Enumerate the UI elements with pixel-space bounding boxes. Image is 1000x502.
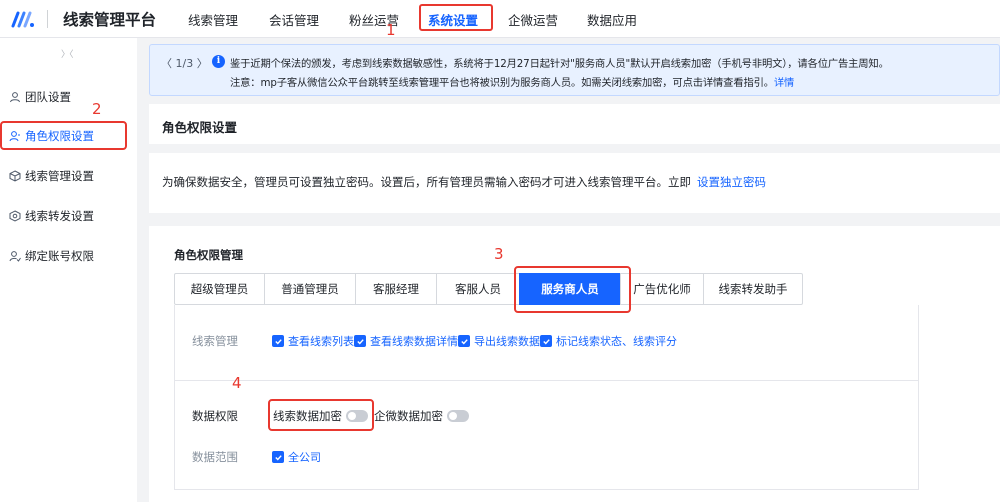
user-role-icon — [8, 130, 21, 143]
settings-cube-icon — [8, 210, 21, 223]
annotation-number-1: 1 — [386, 21, 396, 39]
checkbox-export-leads[interactable]: 导出线索数据 — [458, 333, 540, 349]
checkbox-view-lead-details[interactable]: 查看线索数据详情 — [354, 333, 458, 349]
sidebar-item-bind-account[interactable]: 绑定账号权限 — [8, 248, 94, 264]
nav-item-leads[interactable]: 线索管理 — [188, 13, 239, 28]
top-navbar: 线索管理平台 线索管理 会话管理 粉丝运营 系统设置 企微运营 数据应用 — [0, 0, 1000, 38]
bind-user-icon — [8, 250, 21, 263]
data-scope-options: 全公司 — [272, 449, 321, 465]
sidebar-item-lead-mgmt[interactable]: 线索管理设置 — [8, 168, 94, 184]
sidebar-item-team[interactable]: 团队设置 — [8, 89, 71, 105]
checkbox-checked-icon — [458, 335, 470, 347]
checkbox-checked-icon — [272, 335, 284, 347]
checkbox-mark-lead-status[interactable]: 标记线索状态、线索评分 — [540, 333, 677, 349]
page-title: 角色权限设置 — [162, 120, 238, 135]
annotation-number-2: 2 — [92, 100, 102, 118]
nav-item-system-settings[interactable]: 系统设置 — [428, 13, 479, 28]
nav-item-fans[interactable]: 粉丝运营 — [349, 13, 400, 28]
annotation-box-lead-encryption — [268, 399, 374, 431]
notice-pager[interactable]: 〈 1/3 〉 — [161, 57, 208, 70]
set-password-link[interactable]: 设置独立密码 — [697, 175, 766, 189]
sidebar-item-label: 线索管理设置 — [25, 169, 94, 183]
checkbox-checked-icon — [540, 335, 552, 347]
app-logo-icon — [11, 11, 34, 28]
lead-mgmt-options: 查看线索列表 查看线索数据详情 导出线索数据 标记线索状态、线索评分 — [272, 333, 677, 349]
toggle-off-icon[interactable] — [447, 410, 469, 422]
nav-item-wecom[interactable]: 企微运营 — [508, 13, 559, 28]
switch-lead-encryption[interactable]: 线索数据加密 — [273, 408, 368, 424]
sidebar-item-label: 绑定账号权限 — [25, 249, 94, 263]
data-scope-label: 数据范围 — [192, 450, 238, 464]
page-title-card: 角色权限设置 — [149, 104, 1000, 144]
logo-divider — [47, 10, 48, 28]
annotation-box-service-provider-tab — [514, 266, 631, 313]
annotation-number-4: 4 — [232, 374, 242, 392]
tab-admin[interactable]: 普通管理员 — [264, 273, 356, 305]
tab-super-admin[interactable]: 超级管理员 — [174, 273, 265, 305]
notice-line-2: 注意：mp子客从微信公众平台跳转至线索管理平台也将被识别为服务商人员。如需关闭线… — [230, 77, 795, 89]
lead-mgmt-label: 线索管理 — [192, 334, 238, 348]
notice-line-1: 鉴于近期个保法的颁发，考虑到线索数据敏感性，系统将于12月27日起针对"服务商人… — [230, 58, 889, 70]
nav-item-sessions[interactable]: 会话管理 — [269, 13, 320, 28]
nav-item-data-apps[interactable]: 数据应用 — [587, 13, 638, 28]
divider — [175, 380, 918, 381]
collapse-sidebar-icon[interactable]: 〉〈 — [61, 50, 73, 60]
sidebar-item-label: 团队设置 — [25, 90, 71, 104]
sidebar-item-label: 线索转发设置 — [25, 209, 94, 223]
app-title: 线索管理平台 — [63, 11, 157, 29]
cube-icon — [8, 170, 21, 183]
checkbox-checked-icon — [354, 335, 366, 347]
security-card: 为确保数据安全，管理员可设置独立密码。设置后，所有管理员需输入密码才可进入线索管… — [149, 153, 1000, 213]
sidebar: 〉〈 团队设置 角色权限设置 线索管理设置 线索转发设置 绑定账号权限 — [0, 38, 137, 502]
notice-detail-link[interactable]: 详情 — [773, 77, 795, 89]
sidebar-item-label: 角色权限设置 — [25, 129, 94, 143]
sidebar-item-lead-forward[interactable]: 线索转发设置 — [8, 208, 94, 224]
checkbox-checked-icon — [272, 451, 284, 463]
annotation-box-system-settings — [419, 4, 493, 31]
notice-banner: 〈 1/3 〉 i 鉴于近期个保法的颁发，考虑到线索数据敏感性，系统将于12月2… — [149, 44, 1000, 96]
annotation-number-3: 3 — [494, 245, 504, 263]
toggle-off-icon[interactable] — [346, 410, 368, 422]
data-permission-label: 数据权限 — [192, 409, 238, 423]
role-management-card: 角色权限管理 — [149, 226, 1000, 502]
sidebar-item-role-permission[interactable]: 角色权限设置 — [8, 128, 94, 144]
team-icon — [8, 91, 21, 104]
tab-cs-staff[interactable]: 客服人员 — [436, 273, 520, 305]
checkbox-view-lead-list[interactable]: 查看线索列表 — [272, 333, 354, 349]
tab-ad-optimizer[interactable]: 广告优化师 — [620, 273, 704, 305]
permission-panel — [174, 305, 919, 490]
tab-cs-manager[interactable]: 客服经理 — [355, 273, 437, 305]
annotation-box-role-permission — [0, 121, 127, 150]
info-icon: i — [212, 55, 225, 68]
checkbox-whole-company[interactable]: 全公司 — [272, 449, 321, 465]
security-description: 为确保数据安全，管理员可设置独立密码。设置后，所有管理员需输入密码才可进入线索管… — [162, 175, 766, 189]
switch-wecom-encryption[interactable]: 企微数据加密 — [374, 408, 469, 424]
role-tabs: 超级管理员 普通管理员 客服经理 客服人员 服务商人员 广告优化师 线索转发助手 — [174, 273, 803, 305]
role-management-title: 角色权限管理 — [174, 248, 243, 262]
tab-lead-forward-assistant[interactable]: 线索转发助手 — [703, 273, 803, 305]
